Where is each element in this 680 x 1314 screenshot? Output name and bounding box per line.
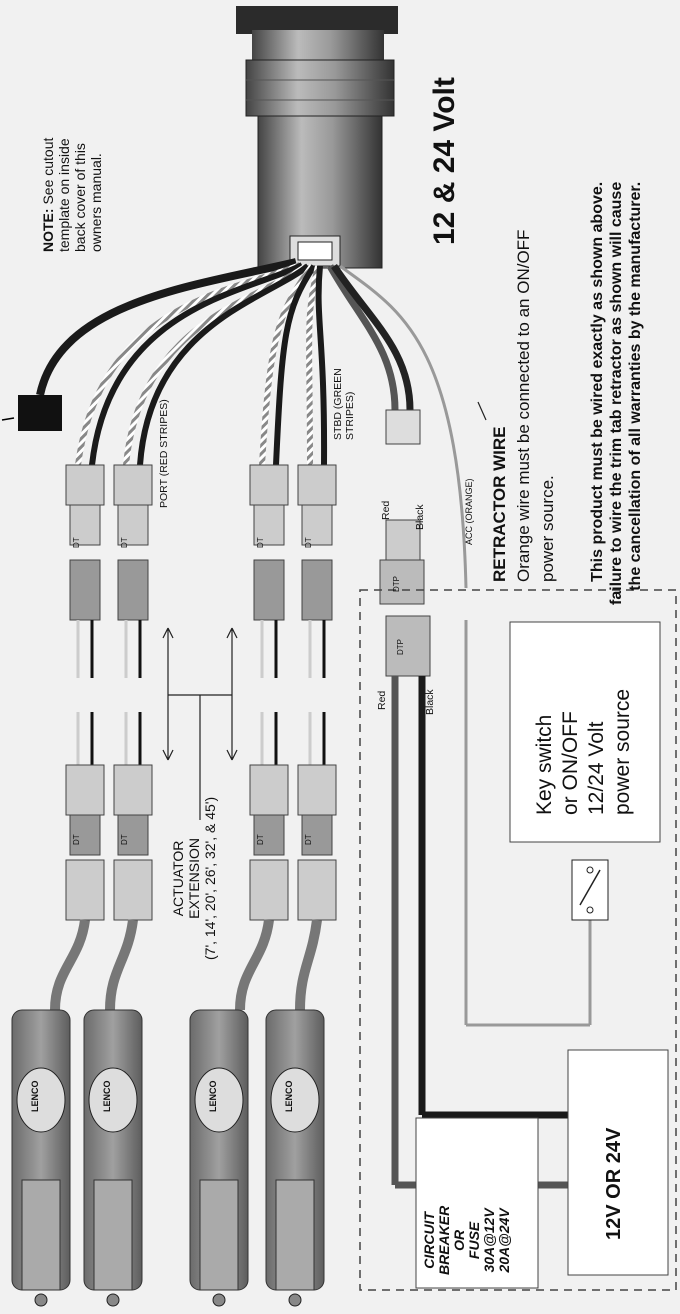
extension-cables bbox=[50, 620, 350, 820]
note-line-4: owners manual. bbox=[88, 153, 104, 252]
dt-label-6: DT bbox=[120, 834, 129, 845]
note-text: NOTE: See cutout template on inside back… bbox=[40, 138, 104, 252]
extension-line-1: ACTUATOR bbox=[170, 840, 186, 917]
black-label-upper: Black bbox=[414, 504, 426, 530]
stbd-line-1: STBD (GREEN bbox=[332, 368, 344, 440]
dtp-label-2: DTP bbox=[396, 639, 405, 655]
red-label-lower: Red bbox=[376, 690, 388, 710]
retractor-line-2: power source. bbox=[538, 475, 557, 582]
extension-line-3: (7', 14', 20', 26', 32', & 45') bbox=[202, 796, 218, 960]
extension-line-2: EXTENSION bbox=[186, 837, 202, 919]
breaker-box bbox=[415, 1117, 539, 1289]
voltage-heading: 12 & 24 Volt bbox=[428, 77, 461, 245]
note-line-3: back cover of this bbox=[72, 143, 88, 252]
key-switch-text: Key switch or ON/OFF 12/24 Volt power so… bbox=[532, 689, 636, 815]
breaker-line-3: OR bbox=[451, 1229, 467, 1251]
retractor-unit bbox=[236, 6, 398, 269]
retractor-wire-text: Orange wire must be connected to an ON/O… bbox=[512, 230, 560, 582]
dt-label-2: DT bbox=[120, 537, 129, 548]
dt-label-7: DT bbox=[256, 834, 265, 845]
dt-connectors-upper bbox=[65, 409, 425, 621]
dt-label-5: DT bbox=[72, 834, 81, 845]
breaker-line-5: 30A@12V bbox=[481, 1208, 497, 1273]
dt-label-8: DT bbox=[304, 834, 313, 845]
retractor-line-1: Orange wire must be connected to an ON/O… bbox=[514, 229, 533, 582]
plug-arrow bbox=[1, 417, 15, 421]
port-label: PORT (RED STRIPES) bbox=[158, 399, 170, 508]
note-line-2: template on inside bbox=[56, 138, 72, 252]
black-label-lower: Black bbox=[424, 689, 436, 715]
key-switch-line-1: Key switch bbox=[533, 714, 556, 815]
warning-line-2: failure to wire the trim tab retractor a… bbox=[608, 181, 625, 605]
extension-label: ACTUATOR EXTENSION (7', 14', 20', 26', 3… bbox=[170, 797, 218, 960]
dtp-label-1: DTP bbox=[392, 576, 401, 592]
red-label-upper: Red bbox=[380, 500, 392, 520]
breaker-line-2: BREAKER bbox=[436, 1205, 452, 1275]
warning-line-3: the cancellation of all warranties by th… bbox=[627, 181, 644, 591]
dt-label-4: DT bbox=[304, 537, 313, 548]
key-switch-line-2: or ON/OFF bbox=[559, 711, 582, 815]
note-line-1: See cutout bbox=[40, 137, 56, 205]
dt-label-3: DT bbox=[256, 537, 265, 548]
retractor-wire-title: RETRACTOR WIRE bbox=[490, 426, 509, 582]
battery-box bbox=[567, 1049, 669, 1276]
key-switch-box bbox=[509, 621, 661, 843]
retractor-arrow bbox=[477, 401, 487, 421]
breaker-line-4: FUSE bbox=[466, 1221, 482, 1260]
lenco-logo-3: LENCO bbox=[208, 1080, 218, 1113]
warning-line-1: This product must be wired exactly as sh… bbox=[589, 181, 606, 582]
warning-text: This product must be wired exactly as sh… bbox=[588, 182, 645, 605]
dt-connectors-lower bbox=[65, 764, 337, 921]
breaker-line-6: 20A@24V bbox=[496, 1208, 512, 1273]
sensor-cable bbox=[36, 258, 297, 396]
multipin-plug bbox=[18, 395, 62, 431]
lenco-logo-2: LENCO bbox=[102, 1080, 112, 1113]
stbd-label: STBD (GREEN STRIPES) bbox=[332, 368, 356, 440]
battery-label: 12V OR 24V bbox=[603, 1127, 625, 1240]
stbd-line-2: STRIPES) bbox=[344, 391, 356, 440]
harness-wires bbox=[75, 262, 468, 589]
note-label: NOTE: bbox=[40, 208, 56, 252]
power-wiring bbox=[385, 401, 669, 1289]
acc-label: ACC (ORANGE) bbox=[464, 478, 474, 545]
lenco-logo-1: LENCO bbox=[30, 1080, 40, 1113]
lenco-logo-4: LENCO bbox=[284, 1080, 294, 1113]
dt-label-1: DT bbox=[72, 537, 81, 548]
key-switch-line-4: power source bbox=[611, 688, 634, 815]
actuators bbox=[11, 919, 325, 1307]
power-box bbox=[359, 589, 677, 1291]
key-switch-line-3: 12/24 Volt bbox=[585, 721, 608, 815]
breaker-text: CIRCUIT BREAKER OR FUSE 30A@12V 20A@24V bbox=[421, 1205, 512, 1275]
breaker-line-1: CIRCUIT bbox=[421, 1212, 437, 1269]
